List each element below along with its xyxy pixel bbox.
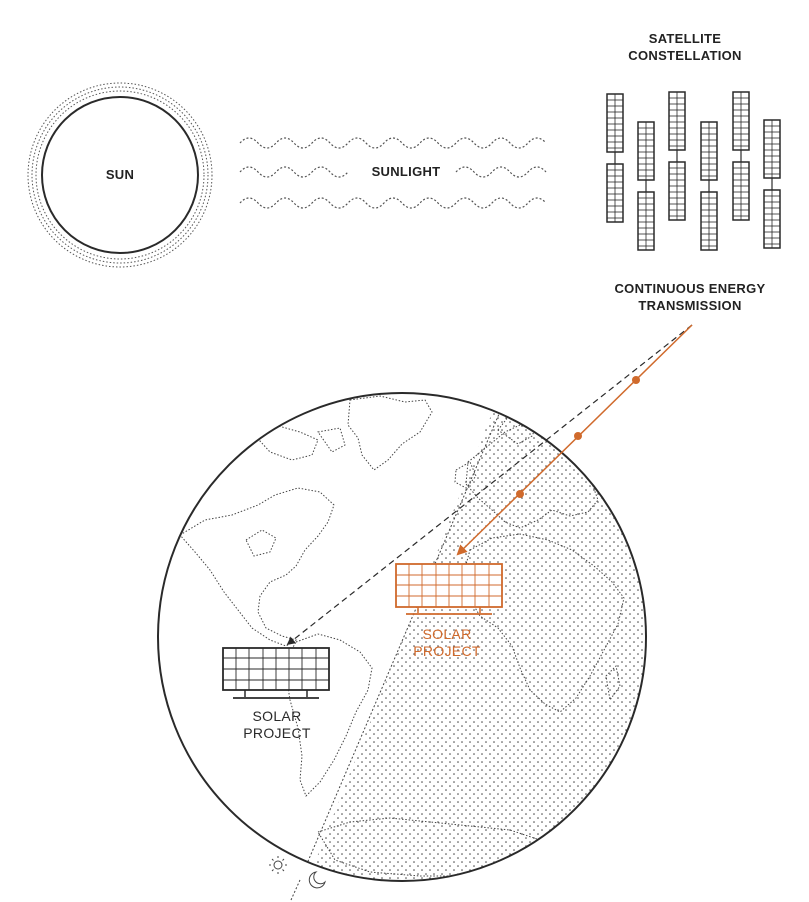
night-transmission-beam bbox=[286, 324, 693, 646]
solar-panel-day bbox=[395, 563, 503, 615]
sunlight-label: SUNLIGHT bbox=[358, 163, 454, 180]
moon-icon bbox=[308, 871, 326, 889]
satellite-panel bbox=[668, 161, 686, 221]
sunlight-waves bbox=[239, 137, 547, 209]
day-transmission-beam bbox=[456, 324, 693, 556]
sun-icon bbox=[269, 856, 287, 874]
satellite-panel bbox=[763, 189, 781, 249]
night-side bbox=[300, 393, 646, 881]
satellite-panel bbox=[700, 191, 718, 251]
sun-label: SUN bbox=[105, 167, 135, 182]
satellite-panel bbox=[637, 191, 655, 251]
earth bbox=[157, 392, 647, 901]
transmission-label: CONTINUOUS ENERGY TRANSMISSION bbox=[614, 281, 766, 313]
solar-panel-night bbox=[222, 647, 330, 699]
satellite-panel bbox=[637, 121, 655, 181]
satellite-panel bbox=[606, 93, 624, 153]
satellite-panel bbox=[700, 121, 718, 181]
satellite-constellation bbox=[606, 91, 781, 251]
constellation-label: SATELLITE CONSTELLATION bbox=[628, 31, 742, 63]
satellite-panel bbox=[732, 161, 750, 221]
satellite-panel bbox=[763, 119, 781, 179]
satellite-panel bbox=[668, 91, 686, 151]
solar-project-night-label: SOLAR PROJECT bbox=[243, 708, 311, 741]
sun bbox=[27, 82, 213, 268]
satellite-panel bbox=[606, 163, 624, 223]
solar-project-day-label: SOLAR PROJECT bbox=[413, 626, 481, 659]
satellite-panel bbox=[732, 91, 750, 151]
